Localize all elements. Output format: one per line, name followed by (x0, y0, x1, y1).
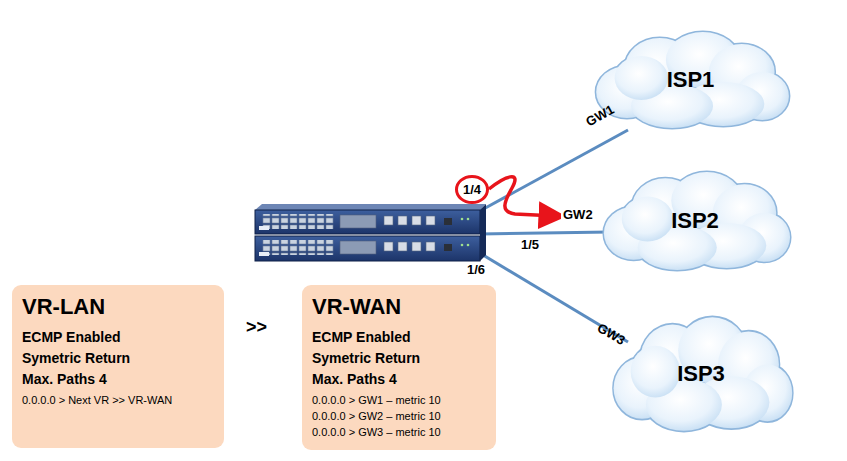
isp-name: ISP2 (671, 208, 719, 234)
port-circle: 1/4 (455, 175, 489, 204)
setting-line: Max. Paths 4 (312, 369, 486, 390)
box-heading: VR-WAN (312, 293, 486, 321)
isp-name: ISP1 (667, 67, 715, 93)
route-line: 0.0.0.0 > GW1 – metric 10 (312, 392, 486, 408)
isp-cloud: ISP2 (596, 170, 794, 272)
gateway-label: GW2 (561, 208, 595, 222)
firewall-appliances (255, 204, 486, 261)
port-number: 1/5 (519, 238, 541, 252)
setting-line: ECMP Enabled (312, 327, 486, 348)
virtual-router-box: VR-LAN ECMP EnabledSymetric ReturnMax. Pa… (12, 285, 224, 448)
isp-cloud: ISP3 (606, 315, 796, 433)
route-line: 0.0.0.0 > GW3 – metric 10 (312, 424, 486, 440)
setting-line: Symetric Return (22, 348, 214, 369)
setting-line: Symetric Return (312, 348, 486, 369)
virtual-router-box: VR-WAN ECMP EnabledSymetric ReturnMax. Pa… (302, 285, 496, 450)
flow-symbol: >> (244, 318, 269, 338)
isp-cloud: ISP1 (588, 30, 793, 130)
isp-name: ISP3 (677, 361, 725, 387)
setting-line: Max. Paths 4 (22, 369, 214, 390)
gateway-label: GW3 (593, 320, 629, 349)
port-number: 1/4 (463, 182, 481, 197)
gateway-label: GW1 (582, 102, 618, 131)
box-heading: VR-LAN (22, 293, 214, 321)
route-line: 0.0.0.0 > Next VR >> VR-WAN (22, 392, 214, 408)
setting-line: ECMP Enabled (22, 327, 214, 348)
port-number: 1/6 (465, 263, 487, 277)
route-line: 0.0.0.0 > GW2 – metric 10 (312, 408, 486, 424)
failover-arrow (489, 177, 556, 216)
